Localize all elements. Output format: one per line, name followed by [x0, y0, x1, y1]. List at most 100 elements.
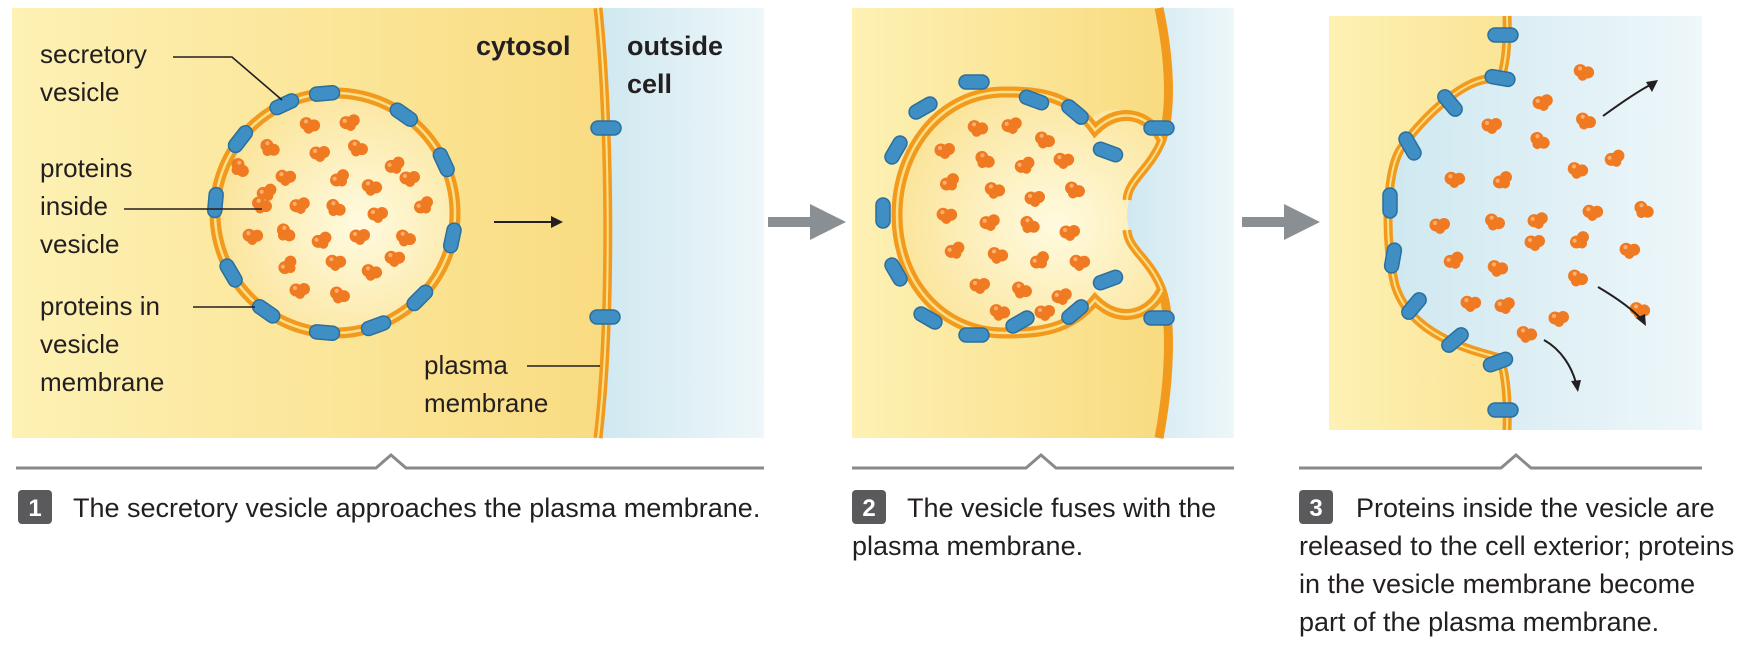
caption-rule-2 [852, 453, 1234, 470]
membrane-proteins-3 [1382, 27, 1519, 418]
membrane-protein-icon [908, 96, 938, 120]
protein-icon [309, 146, 330, 162]
protein-icon [361, 264, 383, 281]
protein-icon [384, 250, 406, 267]
released-proteins [1429, 64, 1654, 343]
protein-icon [361, 179, 383, 196]
protein-icon [1548, 311, 1569, 327]
membrane-protein-icon [1383, 242, 1403, 274]
membrane-protein-icon [590, 120, 622, 136]
protein-icon [1034, 305, 1055, 321]
protein-icon [1460, 295, 1482, 312]
protein-icon [1053, 152, 1075, 169]
membrane-protein-icon [1401, 292, 1427, 320]
membrane-protein-icon [1018, 89, 1050, 111]
protein-icon [339, 114, 360, 131]
membrane-protein-icon [251, 298, 281, 324]
protein-icon [969, 278, 990, 294]
membrane-protein-icon [432, 147, 455, 178]
protein-icon [1487, 260, 1509, 277]
membrane-protein-icon [1487, 27, 1519, 43]
membrane-protein-icon [958, 74, 990, 90]
caption-rule-3 [1299, 453, 1702, 470]
protein-icon [984, 182, 1006, 199]
membrane-protein-icon [913, 306, 943, 330]
protein-icon [260, 138, 280, 157]
label-outside-cell: outside cell [627, 31, 731, 99]
protein-icon [252, 196, 272, 214]
protein-icon [944, 241, 965, 259]
membrane-protein-icon [227, 125, 254, 154]
protein-icon [1530, 131, 1550, 150]
protein-icon [1532, 94, 1553, 111]
protein-icon [934, 143, 955, 159]
step-caption-3: Proteins inside the vesicle are released… [1299, 493, 1742, 637]
protein-icon [326, 198, 346, 217]
membrane-protein-icon [1143, 120, 1175, 136]
membrane-protein-icon [1092, 141, 1124, 163]
protein-icon [1014, 156, 1035, 174]
protein-icon [399, 171, 420, 187]
protein-icon [349, 229, 370, 245]
step-number-3: 3 [1309, 495, 1322, 522]
protein-icon [1493, 171, 1512, 189]
protein-icon [1494, 297, 1515, 314]
panel-1: secretory vesicle proteins inside vesicl… [12, 7, 764, 524]
membrane-protein-icon [207, 186, 224, 219]
membrane-protein-icon [875, 197, 891, 229]
protein-icon [289, 283, 310, 299]
vesicle-proteins-2 [934, 117, 1091, 321]
transition-arrow-2 [1242, 204, 1320, 240]
protein-icon [1527, 212, 1548, 229]
membrane-protein-icon [219, 258, 243, 288]
protein-icon [299, 117, 321, 134]
membrane-protein-icon [1398, 131, 1422, 161]
label-proteins-inside-vesicle: proteins inside vesicle [40, 153, 140, 259]
protein-icon [1619, 242, 1641, 259]
membrane-protein-icon [1484, 68, 1516, 88]
protein-icon [1444, 171, 1466, 188]
protein-icon [1576, 112, 1596, 130]
membrane-protein-icon [308, 85, 341, 102]
protein-icon [1582, 204, 1604, 221]
protein-icon [414, 196, 433, 214]
protein-icon [396, 229, 416, 247]
protein-icon [1485, 213, 1505, 231]
protein-icon [242, 228, 264, 245]
membrane-protein-icon [1382, 187, 1398, 219]
exterior-region [598, 8, 764, 438]
protein-icon [1001, 117, 1022, 134]
membrane-protein-icon [360, 315, 392, 337]
protein-icon [1059, 225, 1080, 241]
membrane-protein-icon [269, 93, 300, 116]
label-cytosol: cytosol [476, 31, 571, 61]
vesicle-proteins-1 [231, 114, 433, 304]
protein-icon [348, 139, 368, 157]
membrane-protein-icon [1482, 351, 1514, 373]
membrane-protein-icon [1061, 99, 1089, 125]
protein-icon [1429, 218, 1450, 234]
protein-icon [975, 150, 995, 169]
protein-icon [1443, 251, 1464, 269]
protein-icon [987, 247, 1009, 264]
panel-2: 2 The vesicle fuses with the plasma memb… [852, 7, 1234, 561]
step-caption-2: The vesicle fuses with the plasma membra… [852, 493, 1224, 561]
protein-icon [367, 207, 388, 223]
protein-icon [231, 158, 249, 177]
membrane-protein-icon [1437, 89, 1463, 117]
step-badge-1 [18, 490, 52, 524]
membrane-protein-icon [1005, 310, 1035, 334]
protein-icon [1573, 64, 1595, 81]
step-number-1: 1 [28, 495, 41, 522]
label-plasma-membrane: plasma membrane [424, 350, 548, 418]
protein-icon [936, 207, 958, 224]
protein-icon [1516, 326, 1538, 343]
membrane-protein-icon [1487, 402, 1519, 418]
step-number-2: 2 [862, 495, 875, 522]
protein-icon [1065, 181, 1085, 199]
movement-arrow [494, 216, 563, 228]
membrane-proteins-2 [875, 74, 1175, 343]
panel-3: 3 Proteins inside the vesicle are releas… [1299, 15, 1742, 637]
protein-icon [289, 197, 310, 214]
